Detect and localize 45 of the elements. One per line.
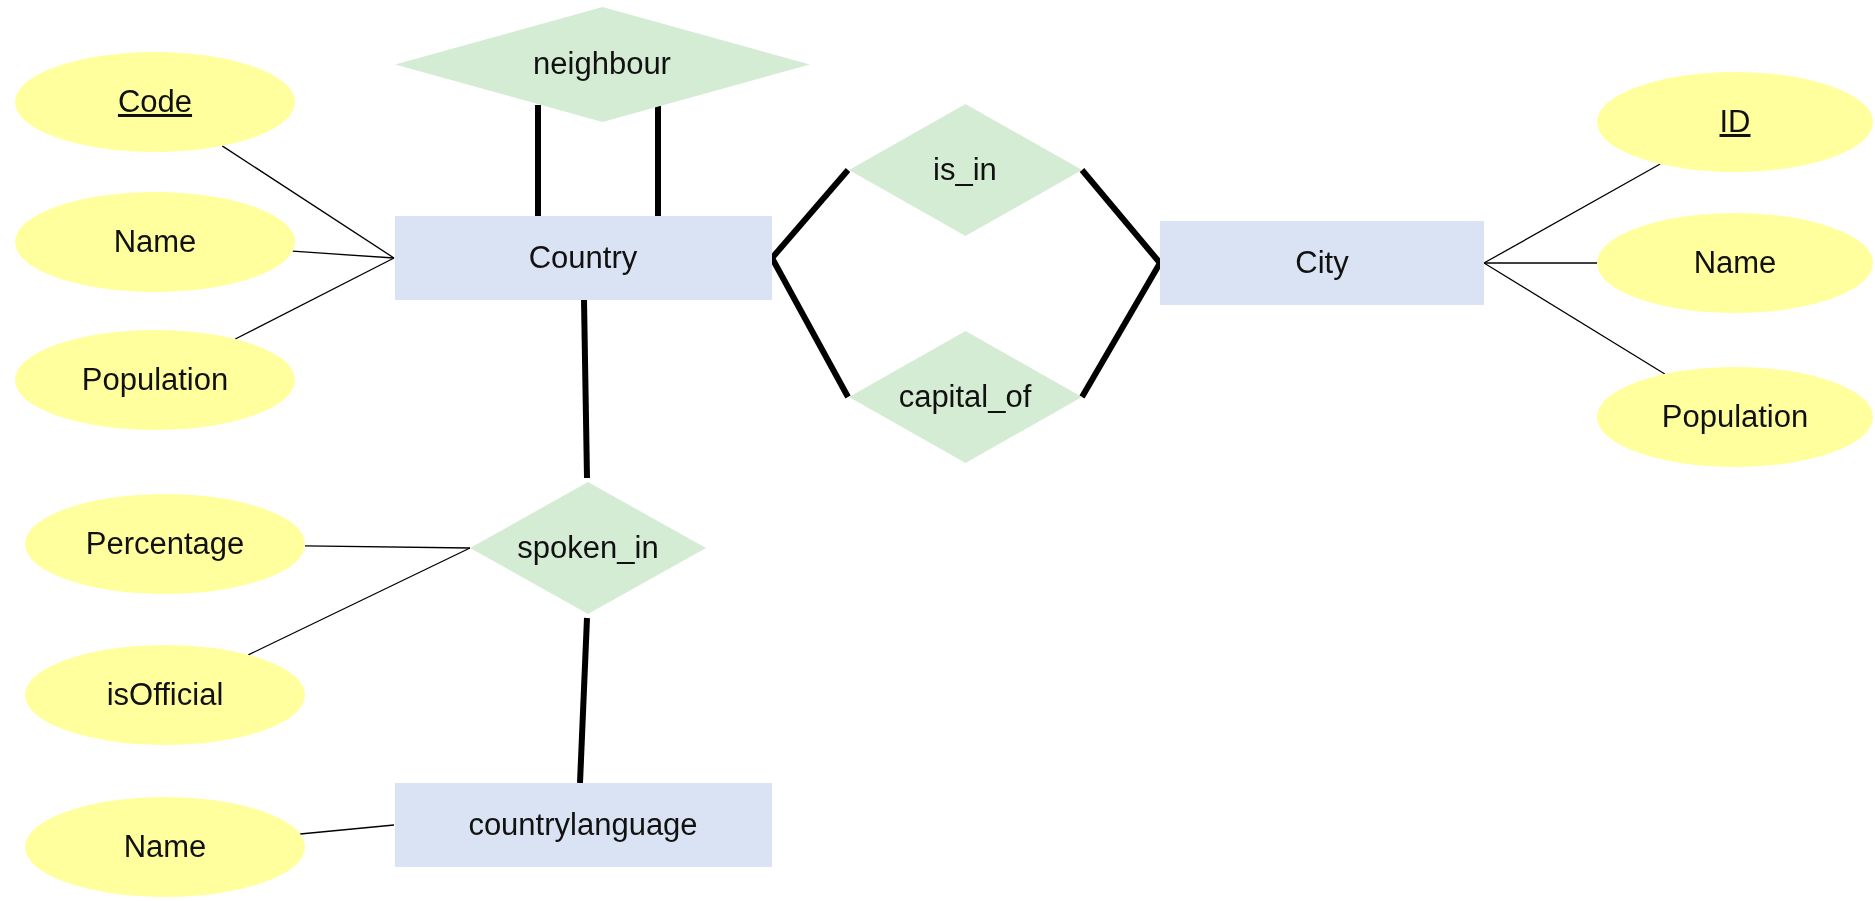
attribute-name: Name xyxy=(123,829,207,865)
key-attribute-name: Code xyxy=(117,84,193,120)
attribute-name: Population xyxy=(81,362,229,398)
relationship-name: spoken_in xyxy=(517,530,659,566)
attribute-name: Population xyxy=(1661,399,1809,435)
relationship-diamond xyxy=(394,6,810,122)
connector-line xyxy=(247,547,471,656)
entity-box xyxy=(394,216,772,300)
attribute-ellipse xyxy=(25,645,305,745)
attribute-name: Name xyxy=(1693,245,1777,281)
attribute-ellipse xyxy=(15,330,295,430)
connector-line xyxy=(291,250,395,259)
entity-box xyxy=(394,783,772,867)
key-attribute-ellipse xyxy=(1597,72,1873,172)
attribute-name: isOfficial xyxy=(106,677,224,713)
key-attribute-name: ID xyxy=(1719,104,1751,140)
relationship-name: capital_of xyxy=(898,379,1032,415)
attribute-ellipse xyxy=(15,192,295,292)
attribute-name: Name xyxy=(113,224,197,260)
connector-line xyxy=(577,617,590,784)
relationship-diamond xyxy=(848,104,1082,236)
connector-line xyxy=(581,299,590,479)
relationship-name: is_in xyxy=(933,152,997,188)
attribute-ellipse xyxy=(25,494,305,594)
connector-line xyxy=(655,105,661,216)
connector-line xyxy=(304,545,471,549)
key-attribute-ellipse xyxy=(15,52,295,152)
connector-line xyxy=(535,105,541,216)
attribute-name: Percentage xyxy=(85,526,245,562)
connector-line xyxy=(1483,163,1661,264)
connector-line xyxy=(1483,262,1666,375)
relationship-name: neighbour xyxy=(533,46,671,82)
relationship-diamond xyxy=(848,331,1082,463)
connector-line xyxy=(299,824,395,835)
attribute-ellipse xyxy=(1597,367,1873,467)
relationship-diamond xyxy=(470,482,706,614)
entity-name: countrylanguage xyxy=(468,807,698,843)
connector-line xyxy=(234,257,395,340)
entity-name: Country xyxy=(528,240,638,276)
connector-line xyxy=(221,145,395,259)
attribute-ellipse xyxy=(1597,213,1873,313)
entity-box xyxy=(1160,221,1484,305)
attribute-ellipse xyxy=(25,797,305,897)
entity-name: City xyxy=(1295,245,1349,281)
connector-line xyxy=(1483,262,1598,264)
